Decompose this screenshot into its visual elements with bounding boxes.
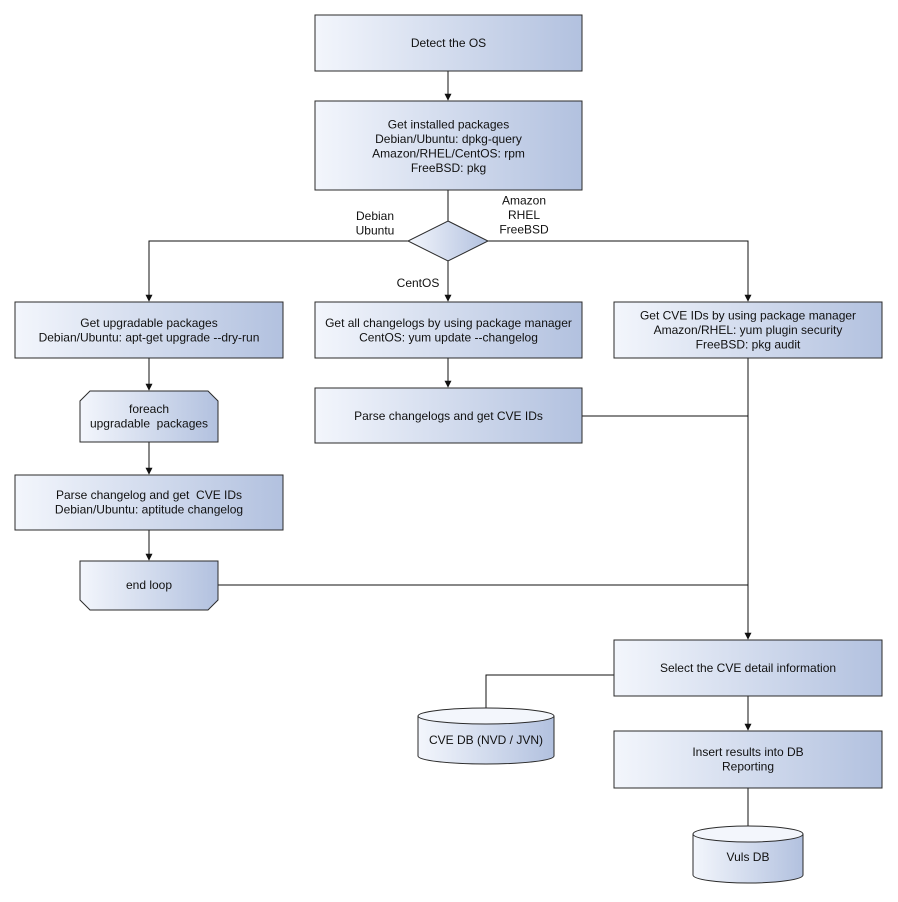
get-cve-pkgmgr-line-3: FreeBSD: pkg audit <box>696 338 801 352</box>
foreach-line-1: foreach <box>129 402 169 416</box>
get-installed-line-1: Get installed packages <box>388 117 509 131</box>
insert-results-line-2: Reporting <box>722 759 774 773</box>
branch-down-line-1: CentOS <box>397 276 440 290</box>
vuls-db-line-1: Vuls DB <box>727 850 770 864</box>
branch-label-centos: CentOS <box>397 276 440 290</box>
get-changelogs-line-2: CentOS: yum update --changelog <box>359 330 538 344</box>
get-upgradable-line-1: Get upgradable packages <box>80 316 217 330</box>
get-installed-line-2: Debian/Ubuntu: dpkg-query <box>375 132 522 146</box>
parse-changelogs-line-1: Parse changelogs and get CVE IDs <box>354 409 543 423</box>
select-cve-line-1: Select the CVE detail information <box>660 661 836 675</box>
node-end-loop-text: end loop <box>126 578 172 592</box>
get-installed-line-3: Amazon/RHEL/CentOS: rpm <box>372 146 525 160</box>
decision-os-branch <box>406 220 490 262</box>
node-detect-os: Detect the OS <box>314 14 583 72</box>
branch-left-line-2: Ubuntu <box>356 223 395 237</box>
node-detect-os-text: Detect the OS <box>411 36 486 50</box>
database-vuls-db-text: Vuls DB <box>727 850 770 864</box>
get-upgradable-line-2: Debian/Ubuntu: apt-get upgrade --dry-run <box>39 330 260 344</box>
database-cve-db: CVE DB (NVD / JVN) <box>417 707 555 765</box>
edge-select-cve-to-cve-db <box>485 674 614 708</box>
end-loop-line-1: end loop <box>126 578 172 592</box>
branch-right-line-1: Amazon <box>502 194 546 208</box>
database-cve-db-text: CVE DB (NVD / JVN) <box>429 733 543 747</box>
node-parse-changelogs-text: Parse changelogs and get CVE IDs <box>354 409 543 423</box>
node-parse-changelogs: Parse changelogs and get CVE IDs <box>314 387 583 444</box>
branch-right-line-3: FreeBSD <box>499 223 549 237</box>
cve-db-line-1: CVE DB (NVD / JVN) <box>429 733 543 747</box>
branch-right-line-2: RHEL <box>508 208 540 222</box>
edge-decision-to-cve-pkgmgr <box>488 240 752 302</box>
foreach-line-2: upgradable packages <box>90 416 208 430</box>
detect-os-line-1: Detect the OS <box>411 36 486 50</box>
edges <box>145 71 752 826</box>
edge-decision-to-upgradable <box>145 240 408 302</box>
get-cve-pkgmgr-line-1: Get CVE IDs by using package manager <box>640 309 856 323</box>
node-select-cve-detail-text: Select the CVE detail information <box>660 661 836 675</box>
node-get-all-changelogs-text: Get all changelogs by using package mana… <box>325 316 572 345</box>
insert-results-line-1: Insert results into DB <box>692 745 803 759</box>
node-end-loop: end loop <box>79 560 219 611</box>
parse-changelog-loop-line-1: Parse changelog and get CVE IDs <box>56 488 242 502</box>
parse-changelog-loop-line-2: Debian/Ubuntu: aptitude changelog <box>55 502 243 516</box>
node-get-all-changelogs: Get all changelogs by using package mana… <box>314 301 583 359</box>
node-select-cve-detail: Select the CVE detail information <box>613 639 883 697</box>
get-installed-line-4: FreeBSD: pkg <box>411 161 486 175</box>
branch-left-line-1: Debian <box>356 209 394 223</box>
get-changelogs-line-1: Get all changelogs by using package mana… <box>325 316 572 330</box>
get-cve-pkgmgr-line-2: Amazon/RHEL: yum plugin security <box>654 323 843 337</box>
database-vuls-db: Vuls DB <box>692 825 804 884</box>
